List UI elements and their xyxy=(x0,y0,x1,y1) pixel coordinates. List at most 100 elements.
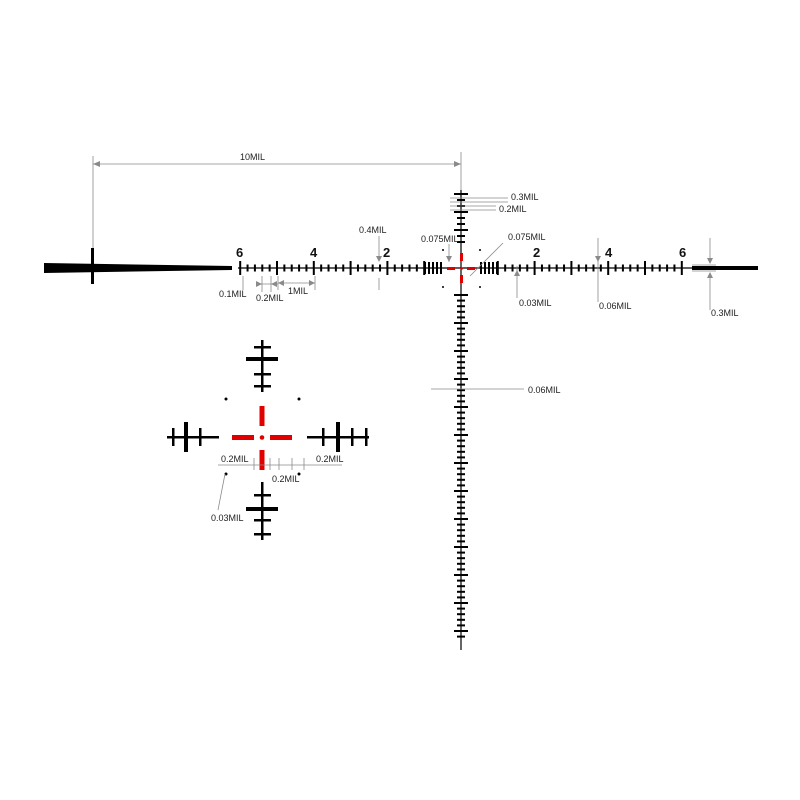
label-02mil-gap: 0.2MIL xyxy=(256,293,284,303)
inset-dot-br xyxy=(297,472,301,476)
v-tick-bottom-20 xyxy=(454,406,468,408)
v-tick-bottom-52 xyxy=(457,585,465,588)
h-tick-left-6 xyxy=(415,264,418,272)
h-tick-right-21 xyxy=(614,264,617,272)
v-tick-bottom-19 xyxy=(457,400,465,403)
h-tick-left-24 xyxy=(283,264,286,272)
v-tick-bottom-0 xyxy=(454,294,468,296)
v-tick-bottom-43 xyxy=(457,534,465,537)
v-tick-bottom-5 xyxy=(454,322,468,324)
label-02mil-top: 0.2MIL xyxy=(499,204,527,214)
inset-bottom-hash-3 xyxy=(254,519,271,522)
v-tick-top-1 xyxy=(457,199,465,201)
h-tick-left-7 xyxy=(408,264,411,272)
h-tick-right-26 xyxy=(651,264,654,272)
h-tick-left-9 xyxy=(393,264,396,272)
h-tick-right-29 xyxy=(673,264,676,272)
v-tick-bottom-61 xyxy=(457,635,465,638)
arrow-1mil-a xyxy=(278,280,284,286)
h-tick-right-27 xyxy=(658,264,661,272)
h-inner-hash-right-1 xyxy=(484,262,486,274)
v-tick-bottom-45 xyxy=(454,546,468,548)
h-tick-right-22 xyxy=(621,264,624,272)
v-tick-bottom-11 xyxy=(457,355,465,358)
center-black-dot-br xyxy=(479,286,481,288)
arrow-03-right-a xyxy=(707,258,713,264)
v-tick-bottom-47 xyxy=(457,557,465,560)
stadia-number-right-4: 4 xyxy=(605,245,613,260)
v-tick-bottom-38 xyxy=(457,506,465,509)
label-01mil: 0.1MIL xyxy=(219,289,247,299)
v-tick-bottom-60 xyxy=(454,630,468,632)
v-tick-bottom-17 xyxy=(457,389,465,392)
h-tick-left-18 xyxy=(327,264,330,272)
arrow-03-right-b xyxy=(707,272,713,278)
v-tick-bottom-50 xyxy=(454,574,468,576)
h-tick-left-21 xyxy=(305,264,308,272)
v-tick-top-7 xyxy=(457,235,465,237)
h-tick-right-16 xyxy=(577,264,580,272)
v-tick-bottom-58 xyxy=(457,618,465,621)
h-tick-right-23 xyxy=(629,264,632,272)
inset-top-hash-2 xyxy=(246,357,278,361)
inset-red-bottom xyxy=(259,450,265,470)
h-inner-hash-left-0 xyxy=(440,262,442,274)
h-tick-left-26 xyxy=(268,264,271,272)
arrow-006-h xyxy=(595,256,601,262)
h-tick-left-12 xyxy=(371,264,374,272)
v-tick-bottom-13 xyxy=(457,366,465,369)
h-tick-right-19 xyxy=(599,264,602,272)
center-detail-inset xyxy=(167,340,369,540)
arrow-04-down xyxy=(376,256,382,262)
inset-left-hash-2 xyxy=(184,422,188,452)
arrow-02-gap-b xyxy=(271,281,277,287)
label-03mil-top: 0.3MIL xyxy=(511,192,539,202)
h-tick-left-25 xyxy=(276,261,278,275)
inset-right-hash-4 xyxy=(365,428,368,446)
left-post xyxy=(44,263,232,273)
center-black-dot-bl xyxy=(442,286,444,288)
v-tick-bottom-39 xyxy=(457,512,465,515)
v-tick-top-0 xyxy=(454,193,468,195)
label-03mil-right: 0.3MIL xyxy=(711,308,739,318)
v-tick-bottom-1 xyxy=(457,299,465,302)
v-tick-bottom-44 xyxy=(457,540,465,543)
h-inner-hash-right-0 xyxy=(480,262,482,274)
v-tick-bottom-42 xyxy=(457,529,465,532)
stadia-number-right-6: 6 xyxy=(679,245,686,260)
v-tick-bottom-24 xyxy=(457,428,465,431)
center-red-dash-bottom xyxy=(460,275,463,283)
h-inner-hash-left-2 xyxy=(432,262,434,274)
left-post-tick xyxy=(91,248,94,284)
v-tick-bottom-48 xyxy=(457,562,465,565)
v-tick-bottom-4 xyxy=(457,316,465,319)
v-tick-bottom-15 xyxy=(454,378,468,380)
center-black-dot-tl xyxy=(442,249,444,251)
inset-red-left xyxy=(232,435,254,440)
h-tick-right-30 xyxy=(680,261,683,275)
h-tick-left-29 xyxy=(246,264,249,272)
h-tick-right-24 xyxy=(636,264,639,272)
v-tick-bottom-41 xyxy=(457,523,465,526)
dimension-arrows xyxy=(93,161,713,287)
v-tick-bottom-16 xyxy=(457,383,465,386)
stadia-number-left-2: 2 xyxy=(383,245,390,260)
v-tick-top-8 xyxy=(457,241,465,243)
v-tick-bottom-14 xyxy=(457,372,465,375)
v-tick-bottom-31 xyxy=(457,467,465,470)
h-inner-hash-right-3 xyxy=(492,262,494,274)
v-tick-bottom-6 xyxy=(457,327,465,330)
inset-left-hash-3 xyxy=(199,428,202,446)
h-tick-right-9 xyxy=(526,264,529,272)
inset-label-center-gap: 0.2MIL xyxy=(272,474,300,484)
h-tick-right-7 xyxy=(511,264,514,272)
inset-bottom-hash-4 xyxy=(254,533,271,536)
inset-left-stem xyxy=(167,436,219,439)
v-tick-bottom-40 xyxy=(454,518,468,520)
h-tick-left-30 xyxy=(239,261,242,275)
v-tick-top-5 xyxy=(457,223,465,225)
v-tick-bottom-27 xyxy=(457,445,465,448)
dim-0075-right-lead xyxy=(469,242,504,277)
inset-label-right-gap: 0.2MIL xyxy=(316,454,344,464)
v-tick-bottom-22 xyxy=(457,417,465,420)
